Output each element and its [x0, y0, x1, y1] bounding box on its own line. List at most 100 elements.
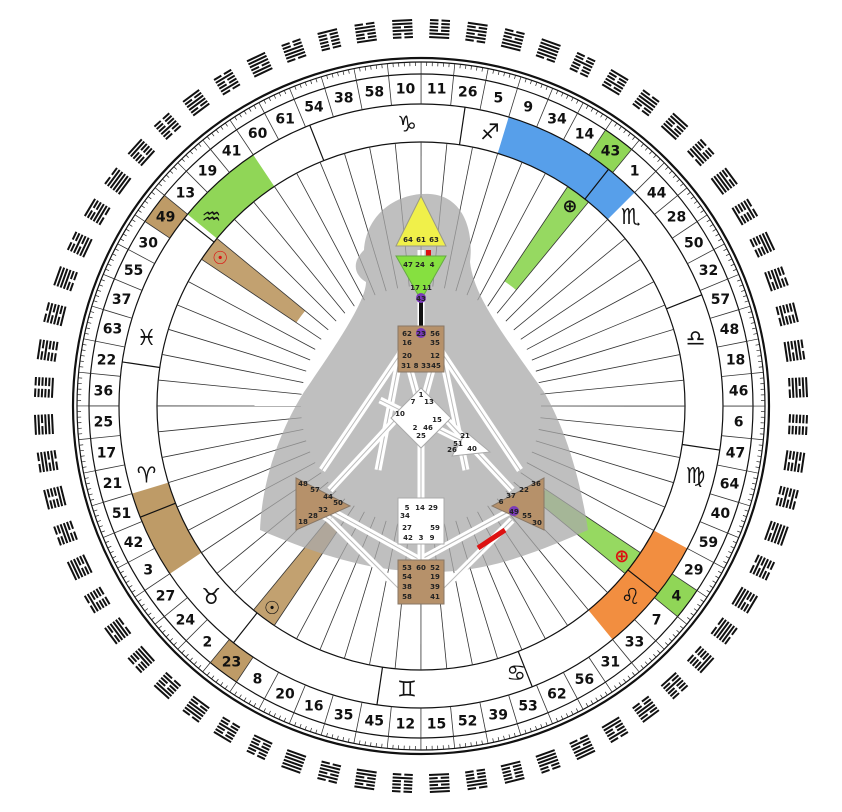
sign-divider	[376, 667, 384, 705]
gate-number-label: 20	[275, 686, 295, 702]
line-tick	[105, 540, 110, 544]
gate-divider	[563, 113, 578, 140]
line-tick	[320, 76, 326, 89]
hexagram-icon	[104, 617, 132, 645]
line-tick	[278, 715, 281, 720]
gate-divider	[236, 129, 254, 156]
line-tick	[665, 166, 669, 170]
hexagram-icon	[710, 167, 738, 195]
gate-number-label: 64	[720, 476, 740, 492]
center-gate-label: 10	[395, 410, 405, 418]
line-tick	[215, 678, 219, 683]
hexagram-icon	[66, 554, 93, 581]
line-tick	[649, 150, 653, 155]
hexagram-icon	[53, 520, 78, 546]
hexagram-icon	[104, 167, 132, 195]
center-gate-label: 49	[509, 508, 519, 516]
line-tick	[700, 599, 705, 603]
line-tick	[105, 268, 110, 272]
line-tick	[122, 575, 127, 579]
line-tick	[718, 238, 722, 242]
line-tick	[288, 712, 295, 724]
gate-spoke	[520, 259, 641, 340]
line-tick	[131, 219, 136, 222]
hexagram-icon	[500, 760, 525, 784]
line-tick	[304, 725, 307, 730]
zodiac-sign-icon: ♑	[397, 112, 417, 137]
line-tick	[749, 493, 754, 496]
gate-divider	[164, 597, 188, 617]
line-tick	[687, 191, 691, 195]
line-tick	[725, 253, 730, 257]
line-tick	[79, 449, 84, 452]
line-tick	[752, 327, 757, 330]
gate-divider	[612, 639, 632, 663]
hexagram-icon	[731, 586, 759, 614]
line-tick	[353, 68, 357, 81]
gate-number-label: 19	[198, 163, 217, 179]
line-tick	[709, 585, 714, 589]
line-tick	[747, 499, 752, 501]
gate-divider	[687, 249, 715, 265]
line-tick	[177, 640, 187, 650]
center-gate-label: 62	[402, 330, 412, 338]
line-tick	[337, 735, 339, 740]
line-tick	[677, 187, 688, 196]
gate-divider	[634, 619, 656, 642]
hexagram-icon	[749, 554, 776, 581]
line-tick	[162, 178, 166, 183]
line-tick	[342, 70, 345, 75]
line-tick	[700, 210, 705, 213]
sign-divider	[309, 125, 325, 161]
line-tick	[751, 372, 764, 374]
sign-divider	[627, 569, 659, 595]
hexagram-icon	[281, 749, 307, 774]
hexagram-icon	[391, 773, 413, 794]
line-tick	[82, 466, 87, 468]
hexagram-icon	[465, 768, 488, 791]
center-gate-label: 38	[402, 583, 412, 591]
center-gate-label: 51	[453, 440, 463, 448]
hexagram-icon	[66, 231, 93, 258]
line-tick	[485, 68, 489, 81]
gate-number-label: 5	[493, 91, 503, 107]
line-tick	[85, 482, 90, 485]
gate-divider	[186, 170, 208, 193]
channel-edge	[321, 349, 404, 471]
gate-divider	[654, 195, 678, 215]
hexagram-icon	[660, 672, 689, 700]
line-tick	[571, 97, 574, 102]
center-gate-label: 45	[431, 362, 441, 370]
zodiac-sign-icon: ♐	[480, 120, 500, 145]
gate-number-label: 50	[684, 236, 704, 252]
gate-number-label: 55	[124, 263, 143, 279]
gate-divider	[450, 706, 454, 737]
line-tick	[755, 466, 760, 468]
line-tick	[737, 279, 742, 282]
line-tick	[676, 629, 680, 634]
line-tick	[655, 162, 665, 172]
gate-divider	[721, 373, 752, 377]
center-gate-label: 5	[405, 504, 410, 512]
center-gate-label: 7	[411, 398, 416, 406]
line-tick	[744, 509, 749, 512]
sign-divider	[183, 217, 215, 243]
line-tick	[644, 147, 649, 151]
line-tick	[112, 253, 117, 256]
line-tick	[540, 724, 543, 729]
line-tick	[206, 136, 210, 140]
line-tick	[128, 223, 133, 227]
line-tick	[590, 107, 594, 112]
hexagram-icon	[53, 266, 78, 292]
gate-number-label: 57	[711, 292, 730, 308]
line-tick	[741, 289, 746, 292]
line-tick	[715, 575, 720, 579]
gate-number-label: 29	[684, 563, 703, 579]
channel-edge	[446, 419, 513, 491]
gate-divider	[479, 80, 487, 110]
hexagram-icon	[535, 749, 561, 774]
